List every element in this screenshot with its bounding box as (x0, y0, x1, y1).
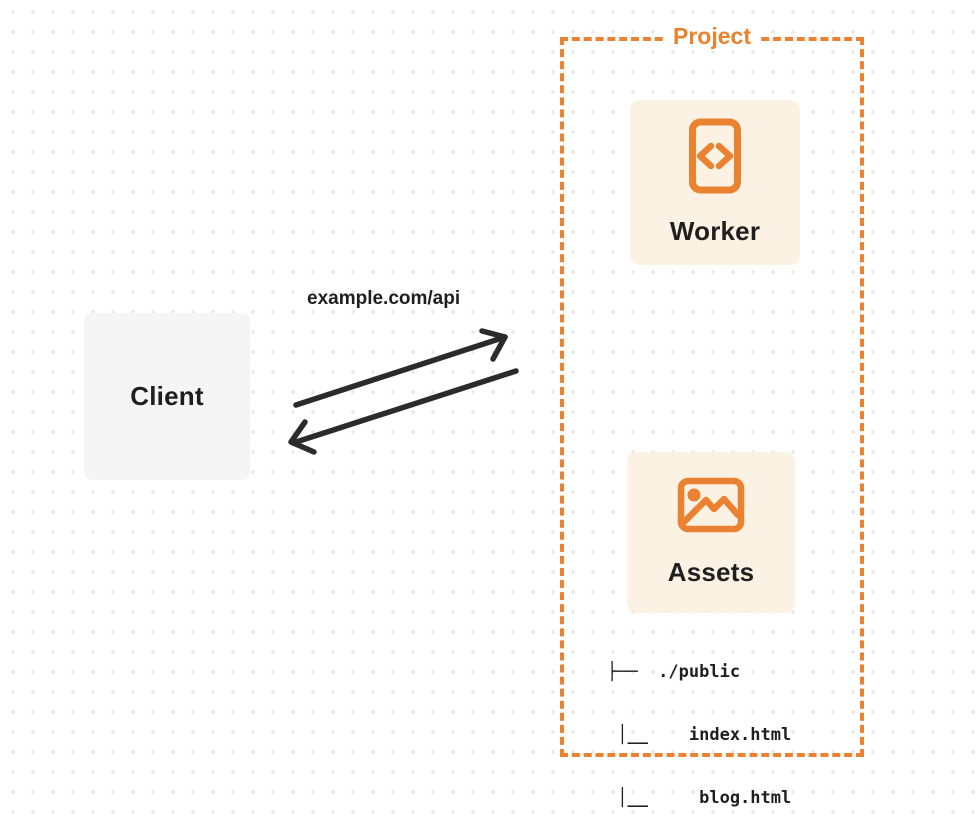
project-label: Project (664, 23, 760, 50)
project-container: Project (560, 23, 864, 757)
assets-label: Assets (667, 557, 755, 587)
request-arrow (293, 328, 508, 408)
file-tree-line-public: ├── ./public (607, 662, 741, 682)
code-document-icon (689, 118, 741, 194)
request-url-label: example.com/api (307, 288, 461, 309)
client-node: Client (84, 313, 250, 480)
file-tree-line-index: │__ index.html (607, 725, 792, 745)
worker-label: Worker (669, 216, 761, 246)
assets-node: Assets (627, 452, 795, 613)
client-label: Client (130, 381, 204, 411)
assets-file-tree: ├── ./public │__ index.html │__ blog.htm… (607, 620, 791, 818)
file-tree-line-blog: │__ blog.html (607, 788, 792, 808)
response-arrow (288, 368, 519, 455)
worker-node: Worker (630, 100, 800, 265)
image-icon (677, 477, 745, 533)
